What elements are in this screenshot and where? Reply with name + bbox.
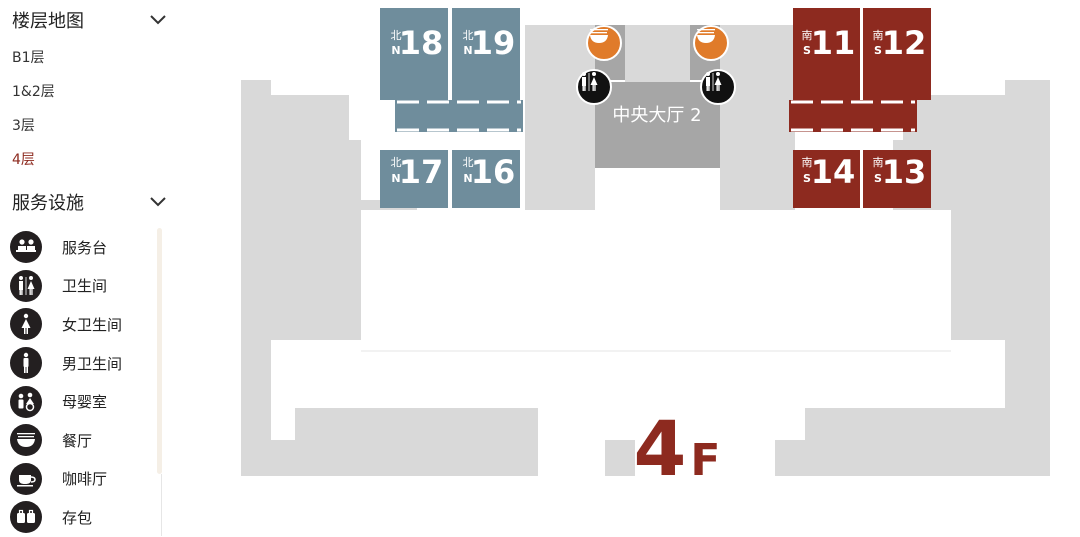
gate-s12[interactable]: 南 S 12 [863,8,931,100]
restroom-icon [10,269,42,302]
services-section-header[interactable]: 服务设施 [12,188,167,216]
gate-cn: 南 [873,29,884,42]
gate-cn: 北 [463,156,474,169]
floor-item-1-2[interactable]: 1&2层 [12,84,55,100]
service-item-mens-restroom[interactable]: 男卫生间 [10,344,155,383]
atrium-floor [361,210,951,350]
service-label: 餐厅 [62,431,93,450]
gate-en: N [463,44,472,57]
restroom-poi[interactable] [700,69,736,105]
gate-n17[interactable]: 北 N 17 [380,150,448,208]
gate-s11[interactable]: 南 S 11 [793,8,860,100]
floor-map-section-header[interactable]: 楼层地图 [12,6,167,34]
gate-number: 14 [811,153,856,191]
restaurant-poi[interactable] [586,25,622,61]
gate-s13[interactable]: 南 S 13 [863,150,931,208]
gate-cn: 北 [391,29,402,42]
womens-restroom-icon [10,308,42,341]
gate-s14[interactable]: 南 S 14 [793,150,860,208]
service-item-desk[interactable]: 服务台 [10,228,155,267]
service-item-cafe[interactable]: 咖啡厅 [10,460,155,499]
cafe-icon [10,462,42,495]
building-outline [241,25,1050,476]
service-label: 男卫生间 [62,354,123,373]
service-label: 卫生间 [62,277,108,296]
services-title: 服务设施 [12,193,84,214]
gate-cn: 南 [873,156,884,169]
floor-map-canvas: 中央大厅 2 北 N 18 北 N 19 北 N 17 [241,8,1050,493]
gate-en: S [874,44,882,57]
nursing-room-icon [10,385,42,418]
service-label: 服务台 [62,238,108,257]
sidebar-divider [161,474,162,536]
service-desk-icon [10,231,42,264]
floor-map[interactable]: 中央大厅 2 北 N 18 北 N 19 北 N 17 [175,0,1080,536]
floor-item-b1[interactable]: B1层 [12,50,45,66]
gate-en: S [803,172,811,185]
restroom-poi[interactable] [576,69,612,105]
gate-en: N [391,44,400,57]
luggage-storage-icon [10,501,42,534]
gate-cn: 北 [463,29,474,42]
floor-label-suffix: F [690,435,720,486]
restaurant-poi[interactable] [693,25,729,61]
floor-map-title: 楼层地图 [12,11,84,32]
services-list: 服务台 卫生间 女卫生间 男卫生间 母婴室 [10,228,155,537]
service-label: 女卫生间 [62,315,123,334]
service-item-luggage[interactable]: 存包 [10,498,155,537]
central-hall-label: 中央大厅 2 [612,105,701,126]
south-gate-area [789,100,917,132]
mens-restroom-icon [10,347,42,380]
gate-number: 11 [811,24,856,62]
gate-number: 13 [882,153,927,191]
central-hall[interactable] [595,82,720,168]
chevron-down-icon[interactable] [149,193,167,211]
gate-en: S [874,172,882,185]
chevron-down-icon[interactable] [149,11,167,29]
service-item-restroom[interactable]: 卫生间 [10,267,155,306]
scrollbar[interactable] [157,228,162,474]
gate-n19[interactable]: 北 N 19 [452,8,520,100]
sidebar: 楼层地图 B1层 1&2层 3层 4层 服务设施 服务台 卫生间 [0,0,175,536]
gate-n18[interactable]: 北 N 18 [380,8,448,100]
gate-en: N [463,172,472,185]
gate-number: 12 [882,24,927,62]
service-item-womens-restroom[interactable]: 女卫生间 [10,305,155,344]
poi-layer [175,0,1080,536]
gate-cn: 南 [802,29,813,42]
gate-n16[interactable]: 北 N 16 [452,150,520,208]
service-label: 母婴室 [62,393,108,412]
gate-number: 16 [471,153,516,191]
gate-number: 18 [399,24,444,62]
floor-label: 4F [634,404,721,493]
service-label: 存包 [62,508,93,527]
gate-number: 19 [471,24,516,62]
floor-label-text: 4 [634,404,687,493]
gate-number: 17 [399,153,444,191]
gate-en: S [803,44,811,57]
floor-item-3[interactable]: 3层 [12,118,35,134]
gate-cn: 北 [391,156,402,169]
service-item-restaurant[interactable]: 餐厅 [10,421,155,460]
gate-cn: 南 [802,156,813,169]
north-gate-area [395,100,523,132]
service-item-nursing[interactable]: 母婴室 [10,382,155,421]
floor-item-4[interactable]: 4层 [12,152,35,168]
gate-en: N [391,172,400,185]
service-label: 咖啡厅 [62,470,108,489]
restaurant-icon [10,424,42,457]
